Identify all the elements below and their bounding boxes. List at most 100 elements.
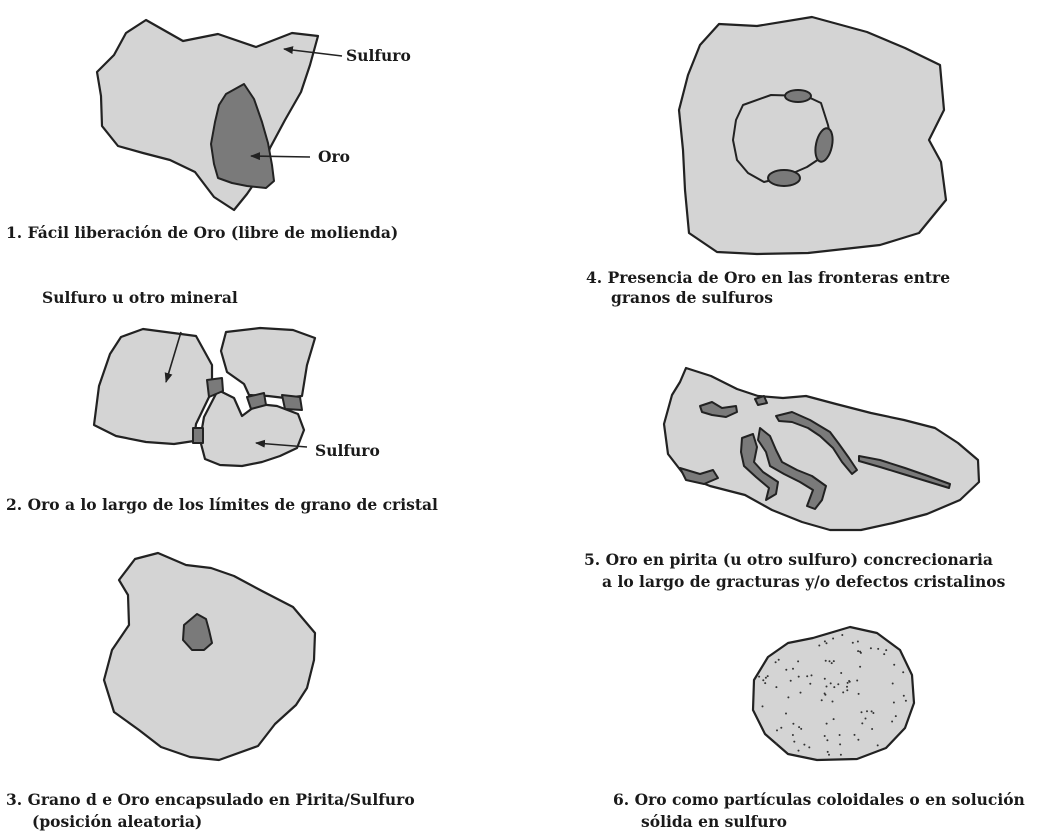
colloidal-gold-dot (792, 734, 794, 736)
colloidal-gold-dot (785, 669, 787, 671)
colloidal-gold-dot (818, 645, 820, 647)
colloidal-gold-dot (793, 741, 795, 743)
colloidal-gold-dot (839, 743, 841, 745)
colloidal-gold-dot (806, 675, 808, 677)
colloidal-gold-dot (861, 711, 863, 713)
colloidal-gold-dot (871, 710, 873, 712)
colloidal-gold-dot (826, 642, 828, 644)
colloidal-gold-dot (827, 751, 829, 753)
colloidal-gold-dot (847, 682, 849, 684)
colloidal-gold-dot (832, 701, 834, 703)
panel-1-gold-label: Oro (318, 147, 350, 166)
panel-3-encapsulated-gold: 3. Grano d e Oro encapsulado en Pirita/S… (6, 553, 415, 831)
colloidal-gold-dot (848, 680, 850, 682)
colloidal-gold-dot (825, 660, 827, 662)
colloidal-gold-dot (765, 677, 767, 679)
colloidal-gold-dot (883, 653, 885, 655)
colloidal-gold-dot (826, 739, 828, 741)
colloidal-gold-dot (811, 674, 813, 676)
colloidal-gold-dot (798, 750, 800, 752)
colloidal-gold-dot (885, 649, 887, 651)
colloidal-gold-dot (821, 699, 823, 701)
colloidal-gold-dot (798, 726, 800, 728)
panel-2-grain-boundaries: Sulfuro u otro mineral Sulfuro 2. Oro a … (6, 288, 438, 514)
panel-2-top-label: Sulfuro u otro mineral (42, 288, 238, 307)
panel-2-gold-boundary-4 (193, 428, 203, 443)
colloidal-gold-dot (840, 754, 842, 756)
colloidal-gold-dot (780, 727, 782, 729)
panel-1-sulfide-label: Sulfuro (346, 46, 411, 65)
panel-5-caption-line-2: a lo largo de gracturas y/o defectos cri… (602, 572, 1006, 591)
colloidal-gold-dot (893, 664, 895, 666)
colloidal-gold-dot (856, 680, 858, 682)
colloidal-gold-dot (839, 734, 841, 736)
colloidal-gold-dot (800, 692, 802, 694)
colloidal-gold-dot (891, 721, 893, 723)
colloidal-gold-dot (833, 718, 835, 720)
colloidal-gold-dot (902, 671, 904, 673)
panel-6-caption-line-1: 6. Oro como partículas coloidales o en s… (613, 790, 1025, 809)
colloidal-gold-dot (841, 634, 843, 636)
panel-6-colloidal-gold: 6. Oro como partículas coloidales o en s… (613, 627, 1025, 831)
colloidal-gold-dot (857, 650, 859, 652)
colloidal-gold-dot (866, 710, 868, 712)
colloidal-gold-dot (758, 676, 760, 678)
colloidal-gold-dot (798, 676, 800, 678)
colloidal-gold-dot (892, 683, 894, 685)
colloidal-gold-dot (870, 647, 872, 649)
colloidal-gold-dot (830, 682, 832, 684)
colloidal-gold-dot (852, 642, 854, 644)
panel-2-gold-boundary-2 (247, 393, 266, 409)
panel-3-caption-line-1: 3. Grano d e Oro encapsulado en Pirita/S… (6, 790, 415, 809)
panel-2-caption: 2. Oro a lo largo de los límites de gran… (6, 495, 438, 514)
panel-4-caption-line-2: granos de sulfuros (611, 288, 773, 307)
panel-2-left-grain (94, 329, 212, 444)
colloidal-gold-dot (762, 679, 764, 681)
colloidal-gold-dot (842, 691, 844, 693)
colloidal-gold-dot (840, 672, 842, 674)
colloidal-gold-dot (895, 715, 897, 717)
colloidal-gold-dot (792, 723, 794, 725)
colloidal-gold-dot (828, 754, 830, 756)
colloidal-gold-dot (762, 705, 764, 707)
colloidal-gold-dot (824, 693, 826, 695)
colloidal-gold-dot (905, 700, 907, 702)
colloidal-gold-dot (824, 735, 826, 737)
panel-2-top-right-grain (221, 328, 315, 398)
colloidal-gold-dot (872, 712, 874, 714)
colloidal-gold-dot (858, 693, 860, 695)
colloidal-gold-dot (877, 744, 879, 746)
panel-4-sulfide-grain (679, 17, 946, 254)
colloidal-gold-dot (871, 728, 873, 730)
panel-5-sulfide-grain (664, 368, 979, 530)
colloidal-gold-dot (808, 746, 810, 748)
panel-1-caption: 1. Fácil liberación de Oro (libre de mol… (6, 223, 398, 242)
colloidal-gold-dot (837, 683, 839, 685)
panel-1-free-gold: Sulfuro Oro 1. Fácil liberación de Oro (… (6, 20, 411, 242)
panel-2-sulfide-label: Sulfuro (315, 441, 380, 460)
colloidal-gold-dot (833, 660, 835, 662)
colloidal-gold-dot (829, 660, 831, 662)
colloidal-gold-dot (893, 702, 895, 704)
colloidal-gold-dot (833, 686, 835, 688)
colloidal-gold-dot (846, 686, 848, 688)
panel-3-sulfide-grain (104, 553, 315, 760)
colloidal-gold-dot (903, 695, 905, 697)
panel-6-sulfide-grain (753, 627, 914, 760)
colloidal-gold-dot (800, 728, 802, 730)
panel-5-caption-line-1: 5. Oro en pirita (u otro sulfuro) concre… (584, 550, 993, 569)
colloidal-gold-dot (824, 640, 826, 642)
colloidal-gold-dot (809, 683, 811, 685)
colloidal-gold-dot (831, 662, 833, 664)
colloidal-gold-dot (861, 722, 863, 724)
colloidal-gold-dot (857, 641, 859, 643)
colloidal-gold-dot (826, 686, 828, 688)
colloidal-gold-dot (859, 666, 861, 668)
colloidal-gold-dot (775, 743, 777, 745)
colloidal-gold-dot (778, 659, 780, 661)
colloidal-gold-dot (790, 680, 792, 682)
colloidal-gold-dot (846, 689, 848, 691)
colloidal-gold-dot (877, 648, 879, 650)
panel-5-gold-vein-2 (755, 396, 767, 405)
